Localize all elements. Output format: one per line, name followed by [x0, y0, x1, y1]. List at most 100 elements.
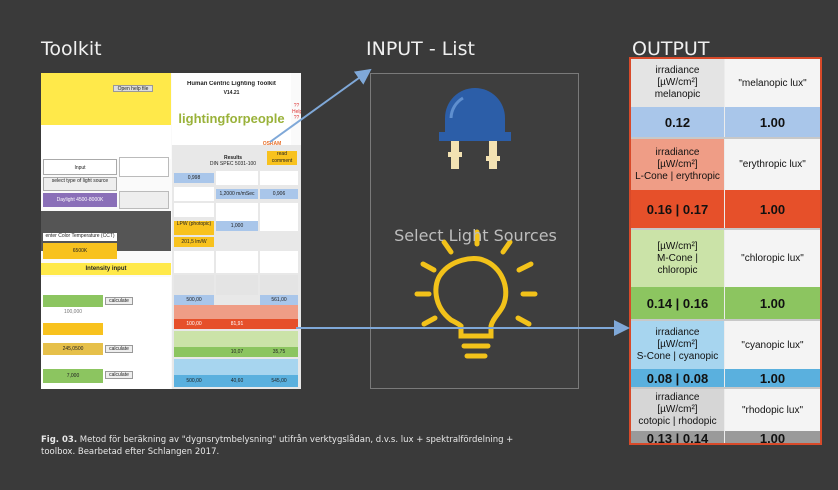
val-10: 10,07 — [230, 349, 244, 355]
logo-panel — [172, 73, 291, 145]
res-cell-1 — [216, 171, 258, 185]
intensity-input-3[interactable] — [43, 369, 103, 383]
output-irradiance-value: 0.08 | 0.08 — [631, 369, 724, 387]
cyanopic-values — [174, 375, 298, 387]
output-head-line: [µW/cm²] — [657, 339, 698, 350]
res-cell-10 — [174, 275, 214, 295]
output-row-2: [µW/cm²]M-Cone |chloropic"chloropic lux"… — [631, 230, 820, 319]
intensity-input-1[interactable] — [43, 295, 103, 307]
output-irradiance-value: 0.12 — [631, 107, 724, 137]
val-17: 7,000 — [66, 373, 80, 379]
heading-toolkit: Toolkit — [41, 38, 102, 60]
notes-area — [41, 125, 171, 159]
output-table: irradiance[µW/cm²]melanopic"melanopic lu… — [629, 57, 822, 445]
val-0: 0,998 — [174, 173, 214, 183]
light-source-select[interactable]: Daylight 4500-8000K — [43, 193, 117, 207]
res-cell-12 — [260, 275, 298, 295]
output-head-line: irradiance — [655, 65, 700, 76]
output-row-0: irradiance[µW/cm²]melanopic "melanopic lu… — [631, 59, 820, 137]
output-head-line: irradiance — [655, 327, 700, 338]
arrow-toolkit-to-input — [269, 68, 372, 143]
output-head-line: S-Cone | cyanopic — [636, 351, 719, 362]
val-16: 100,000 — [63, 309, 83, 315]
output-head: irradiance[µW/cm²]cotopic | rhodopic — [631, 389, 724, 431]
output-row-3: irradiance[µW/cm²]S-Cone | cyanopic"cyan… — [631, 321, 820, 387]
output-lux-value: 1.00 — [725, 190, 820, 228]
output-head-line: [µW/cm²] — [657, 240, 698, 252]
heading-output: OUTPUT — [632, 38, 710, 60]
lightingforpeople-logo: lightingforpeople — [178, 111, 285, 126]
input-list-box: Select Light Sources — [370, 73, 579, 389]
output-irradiance-value: 0.14 | 0.16 — [631, 287, 724, 319]
select-type-label: select type of light source — [43, 177, 117, 191]
help-side: ?? Help ?? — [292, 103, 301, 121]
erythropic-row — [174, 305, 298, 319]
toolkit-version: V14.21 — [223, 90, 240, 96]
output-lux-label: "erythropic lux" — [725, 139, 820, 190]
res-cell-3 — [174, 187, 214, 201]
res-cell-7 — [174, 251, 214, 273]
lightbulb-icon — [414, 229, 538, 359]
output-head-line: [µW/cm²] — [657, 404, 698, 415]
help-button[interactable]: Open help file — [113, 85, 153, 92]
intensity-input-2[interactable] — [43, 323, 103, 335]
val-7: 561,00 — [260, 295, 298, 305]
output-lux-value: 1.00 — [725, 287, 820, 319]
output-head-line: irradiance — [655, 392, 700, 403]
erythropic-values — [174, 319, 298, 329]
led-icon — [439, 88, 511, 169]
res-cell-6 — [260, 203, 298, 231]
toolkit-spreadsheet: Open help file Human Centric Lighting To… — [41, 73, 301, 389]
output-head-line: melanopic — [654, 89, 701, 100]
lpw-label: LPW (photopic) — [174, 221, 214, 235]
calculate-button-2[interactable]: calculate — [105, 345, 133, 353]
output-head-line: M-Cone | — [657, 252, 698, 264]
figure-caption-text: Metod för beräkning av "dygnsrytmbelysni… — [41, 435, 514, 457]
open-results-button[interactable] — [119, 191, 169, 209]
output-head: irradiance[µW/cm²]L-Cone | erythropic — [631, 139, 724, 190]
instructions-panel — [41, 73, 171, 125]
val-1: 1,2000 m/mSec — [216, 189, 258, 199]
res-cell-9 — [260, 251, 298, 273]
val-13: 500,00 — [186, 378, 202, 384]
val-15: 545,00 — [271, 378, 287, 384]
output-head-line: irradiance — [655, 146, 700, 158]
res-cell-4 — [174, 203, 214, 217]
cct-label: enter Color Temperature (CCT) — [43, 233, 117, 241]
output-lux-value: 1.00 — [725, 369, 820, 387]
calculate-button-1[interactable]: calculate — [105, 297, 133, 305]
val-2: 0,906 — [260, 189, 298, 199]
output-row-1: irradiance[µW/cm²]L-Cone | erythropic"er… — [631, 139, 820, 228]
output-head: irradiance[µW/cm²]S-Cone | cyanopic — [631, 321, 724, 369]
replace-comment — [119, 157, 169, 177]
output-head: [µW/cm²]M-Cone |chloropic — [631, 230, 724, 287]
val-6: 500,00 — [174, 295, 214, 305]
lpw-value: 201,5 lm/W — [174, 237, 214, 247]
calculate-button-3[interactable]: calculate — [105, 371, 133, 379]
output-lux-label: "cyanopic lux" — [725, 321, 820, 369]
output-irradiance-value: 0.13 | 0.14 — [631, 431, 724, 443]
cct-value[interactable]: 6500K — [43, 243, 117, 259]
read-comment[interactable]: read comment — [267, 151, 297, 165]
output-row-4: irradiance[µW/cm²]cotopic | rhodopic"rho… — [631, 389, 820, 443]
figure-caption: Fig. 03. Metod för beräkning av "dygnsry… — [41, 434, 521, 458]
output-head-line: [µW/cm²] — [657, 158, 698, 170]
output-head-line: [µW/cm²] — [657, 77, 698, 88]
val-8: 100,00 — [186, 321, 202, 327]
osram-logo: OSRAM — [262, 141, 282, 147]
val-11: 35,75 — [272, 349, 286, 355]
output-lux-label: "melanopic lux" — [725, 59, 820, 107]
heading-input: INPUT - List — [366, 38, 475, 60]
results-sub: DIN SPEC 5031-100 — [209, 161, 257, 167]
cyanopic-row — [174, 359, 298, 375]
output-irradiance-value: 0.16 | 0.17 — [631, 190, 724, 228]
intensity-label: Intensity input — [41, 263, 171, 275]
res-cell-2 — [260, 171, 298, 185]
val-9: 81,91 — [230, 321, 244, 327]
results-label: Results — [223, 155, 243, 161]
output-lux-value: 1.00 — [725, 431, 820, 443]
output-lux-label: "rhodopic lux" — [725, 389, 820, 431]
output-head-line: cotopic | rhodopic — [638, 416, 717, 427]
chloropic-row — [174, 331, 298, 347]
